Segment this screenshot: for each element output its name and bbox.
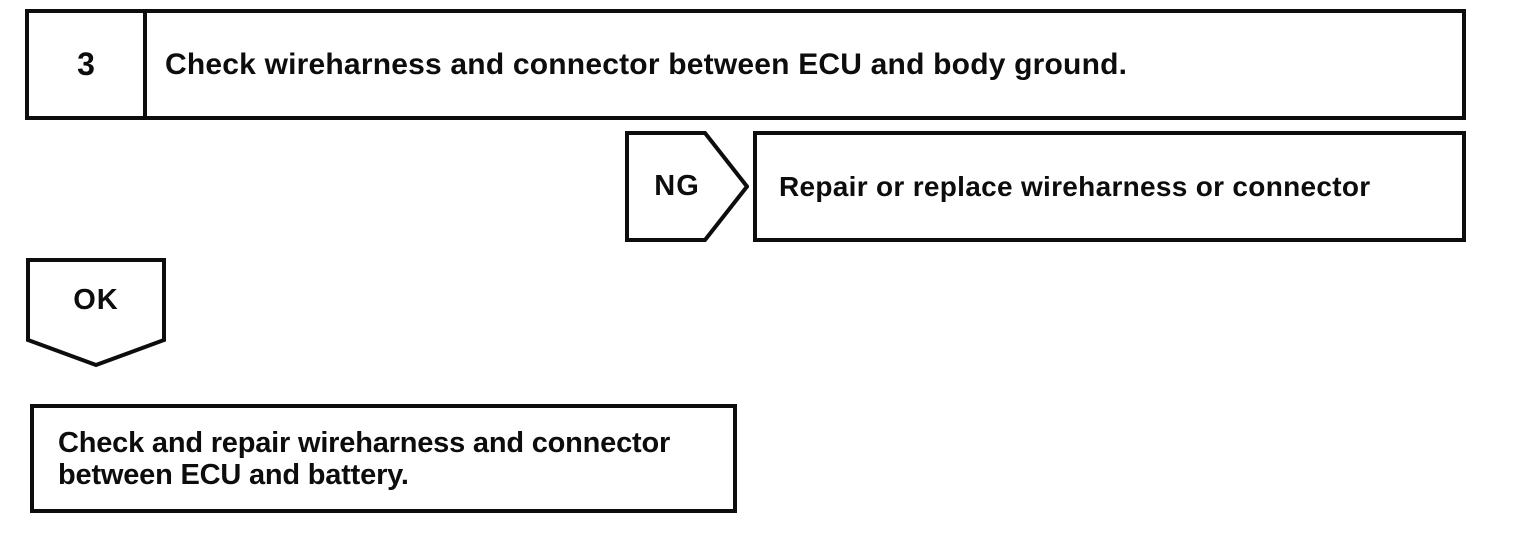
- ok-result-box: Check and repair wireharness and connect…: [30, 404, 737, 513]
- ok-result-line2: between ECU and battery.: [58, 458, 409, 491]
- ng-result-text: Repair or replace wireharness or connect…: [779, 170, 1371, 202]
- step-number: 3: [29, 13, 147, 116]
- ok-result-text: Check and repair wireharness and connect…: [34, 427, 670, 491]
- step-instruction: Check wireharness and connector between …: [165, 47, 1128, 81]
- ok-pointer-icon: [26, 258, 166, 368]
- ng-branch-label: NG: [654, 170, 700, 202]
- step-box: 3 Check wireharness and connector betwee…: [25, 9, 1466, 120]
- ng-pointer-icon: [625, 131, 749, 242]
- ok-branch-label: OK: [73, 283, 119, 316]
- ng-result-box: Repair or replace wireharness or connect…: [753, 131, 1466, 242]
- ok-result-line1: Check and repair wireharness and connect…: [58, 426, 671, 459]
